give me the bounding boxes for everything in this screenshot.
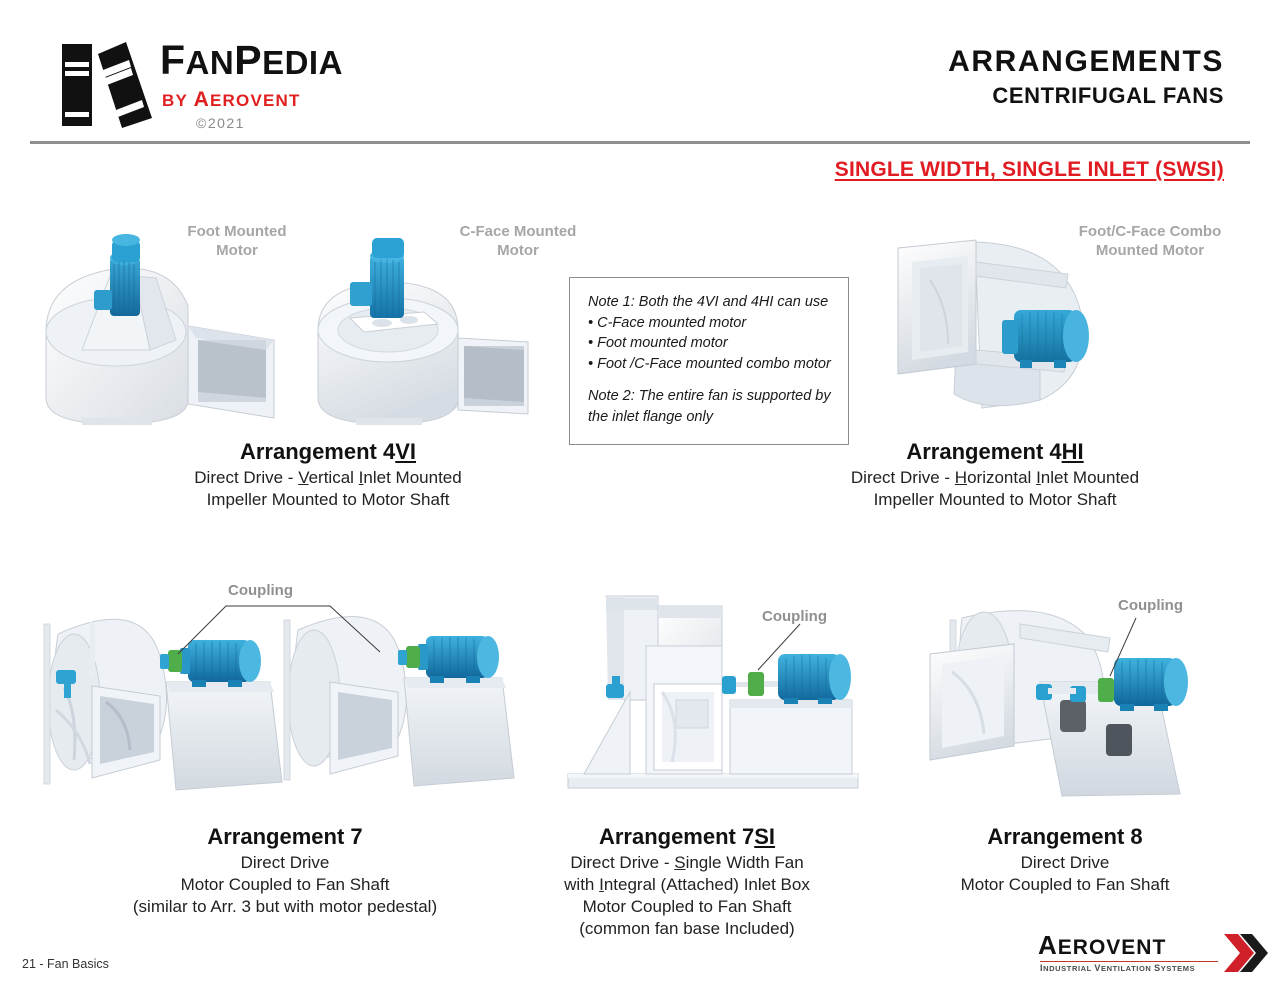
- caption-line-7si-2: with Integral (Attached) Inlet Box: [564, 875, 810, 894]
- caption-line-7si-4: (common fan base Included): [579, 919, 795, 938]
- illustration-arr-8: [929, 610, 1188, 797]
- annotation-combo-mounted-motor: Foot/C-Face Combo Mounted Motor: [1078, 223, 1222, 259]
- note2-line-2: the inlet flange only: [588, 408, 713, 425]
- illustration-arr-4vi-foot-mounted: [45, 234, 275, 425]
- note1-heading: Note 1: Both the 4VI and 4HI can use: [588, 294, 829, 310]
- brand-name: FANPEDIA: [160, 37, 343, 83]
- aerovent-tagline: INDUSTRIAL VENTILATION SYSTEMS: [1040, 963, 1196, 973]
- caption-title-7si: Arrangement 7SI: [598, 824, 776, 849]
- illustration-arr-7si: [567, 595, 859, 789]
- caption-arr-7: Arrangement 7 Direct Drive Motor Coupled…: [45, 823, 525, 918]
- header-title-group: ARRANGEMENTS CENTRIFUGAL FANS: [948, 44, 1224, 110]
- note2-line-1: Note 2: The entire fan is supported by: [588, 388, 831, 404]
- copyright-notice: ©2021: [196, 115, 245, 131]
- caption-title-4hi: Arrangement 4HI: [906, 439, 1084, 464]
- brand-tagline: BY AEROVENT: [162, 88, 301, 111]
- annotation-foot-mounted-motor: Foot Mounted Motor: [187, 223, 287, 259]
- page-title: ARRANGEMENTS: [948, 45, 1224, 78]
- caption-line-7si-3: Motor Coupled to Fan Shaft: [582, 897, 792, 916]
- caption-line-4hi-2: Impeller Mounted to Motor Shaft: [873, 490, 1117, 509]
- note-box: Note 1: Both the 4VI and 4HI can use • C…: [569, 277, 849, 445]
- caption-title-8: Arrangement 8: [987, 824, 1143, 849]
- caption-line-4vi-2: Impeller Mounted to Motor Shaft: [206, 490, 450, 509]
- caption-line-7-3: (similar to Arr. 3 but with motor pedest…: [132, 897, 438, 916]
- fanpedia-logo: FANPEDIA BY AEROVENT ©2021: [48, 34, 468, 144]
- section-title: SINGLE WIDTH, SINGLE INLET (SWSI): [834, 158, 1224, 181]
- caption-title-7: Arrangement 7: [207, 824, 363, 849]
- page-header: FANPEDIA BY AEROVENT ©2021 ARRANGEMENTS …: [0, 0, 1280, 144]
- note1-bullet-1: • C-Face mounted motor: [588, 314, 747, 331]
- page-subtitle: CENTRIFUGAL FANS: [992, 83, 1224, 108]
- caption-line-7-1: Direct Drive: [240, 853, 330, 872]
- caption-line-8-1: Direct Drive: [1020, 853, 1110, 872]
- double-chevron-icon: [1224, 934, 1268, 972]
- annotation-cface-mounted-motor: C-Face Mounted Motor: [459, 223, 577, 259]
- illustration-arr-7: [43, 605, 515, 791]
- caption-line-4hi-1: Direct Drive - Horizontal Inlet Mounted: [850, 468, 1140, 487]
- illustration-arr-4vi-cface-mounted: [317, 238, 529, 425]
- caption-arr-4vi: Arrangement 4VI Direct Drive - Vertical …: [88, 438, 568, 511]
- caption-line-7si-1: Direct Drive - Single Width Fan: [570, 853, 804, 872]
- footer-page-label: 21 - Fan Basics: [22, 957, 109, 971]
- books-icon: [62, 42, 152, 128]
- caption-line-7-2: Motor Coupled to Fan Shaft: [180, 875, 390, 894]
- caption-line-4vi-1: Direct Drive - Vertical Inlet Mounted: [194, 468, 462, 487]
- note-spacer: [588, 374, 836, 386]
- caption-arr-7si: Arrangement 7SI Direct Drive - Single Wi…: [462, 823, 912, 940]
- annotation-coupling-arr-7si: Coupling: [762, 608, 827, 625]
- brand-wordmark: FANPEDIA BY AEROVENT ©2021: [160, 36, 343, 131]
- note1-bullet-3: • Foot /C-Face mounted combo motor: [588, 355, 831, 372]
- header-divider: [30, 141, 1250, 144]
- note1-bullet-2: • Foot mounted motor: [588, 335, 728, 351]
- annotation-coupling-arr-8: Coupling: [1118, 597, 1183, 614]
- aerovent-logo-rule: [1040, 961, 1218, 962]
- caption-arr-4hi: Arrangement 4HI Direct Drive - Horizonta…: [755, 438, 1235, 511]
- caption-title-4vi: Arrangement 4VI: [239, 439, 417, 464]
- illustration-arr-4hi: [897, 239, 1089, 409]
- aerovent-wordmark: AEROVENT: [1038, 930, 1167, 960]
- aerovent-footer-logo: AEROVENT INDUSTRIAL VENTILATION SYSTEMS: [1038, 930, 1268, 978]
- caption-line-8-2: Motor Coupled to Fan Shaft: [960, 875, 1170, 894]
- caption-arr-8: Arrangement 8 Direct Drive Motor Coupled…: [825, 823, 1280, 896]
- annotation-coupling-arr-7: Coupling: [228, 582, 293, 599]
